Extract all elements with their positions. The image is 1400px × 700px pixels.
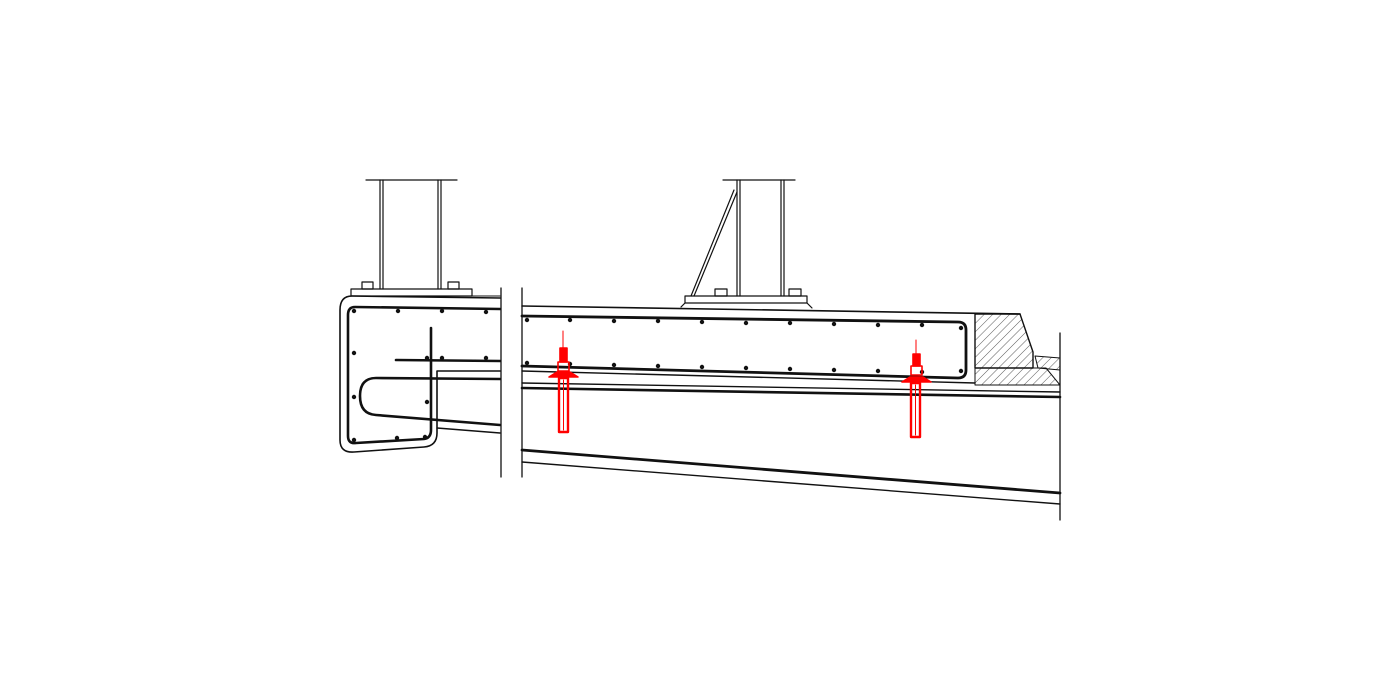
rebar-dots <box>351 308 489 443</box>
rebar-dots <box>524 317 964 375</box>
anchor-left <box>548 330 579 434</box>
bolt-icon <box>714 288 728 297</box>
bolt-icon <box>361 281 374 290</box>
left-beam-end <box>339 295 502 453</box>
bolt-icon <box>788 288 802 297</box>
bolt-icon <box>447 281 460 290</box>
hatched-end-block <box>974 313 1061 386</box>
left-steel-column <box>350 179 473 297</box>
break-lines <box>500 287 523 478</box>
anchor-right <box>901 339 932 439</box>
main-beam <box>520 305 1062 521</box>
middle-steel-column <box>680 179 813 309</box>
